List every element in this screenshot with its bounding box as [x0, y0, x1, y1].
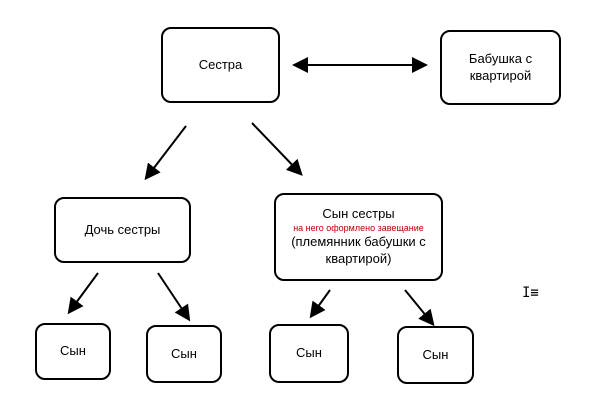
node-grandson-1-label: Сын: [60, 343, 86, 359]
arrow-daughter-grandson1: [67, 272, 99, 315]
node-grandson-1: Сын: [35, 323, 111, 380]
node-daughter: Дочь сестры: [54, 197, 191, 263]
node-daughter-label: Дочь сестры: [84, 221, 161, 237]
node-grandson-4: Сын: [397, 326, 474, 384]
arrow-son-grandson4: [404, 289, 435, 327]
node-son: Сын сестры на него оформлено завещание (…: [274, 193, 443, 281]
node-son-note: на него оформлено завещание: [293, 223, 424, 234]
node-grandson-2-label: Сын: [171, 345, 197, 361]
node-sister: Сестра: [161, 27, 280, 103]
node-grandson-2: Сын: [146, 325, 222, 383]
node-grandson-3: Сын: [269, 324, 349, 383]
arrow-sister-son: [251, 122, 303, 176]
node-son-sublabel: (племянник бабушки с квартирой): [291, 233, 426, 266]
arrow-son-grandson3: [309, 289, 331, 319]
node-son-label: Сын сестры: [322, 206, 395, 222]
node-grandma-label: Бабушка с квартирой: [468, 50, 533, 83]
node-grandson-3-label: Сын: [296, 345, 322, 361]
arrow-daughter-grandson2: [157, 272, 191, 322]
node-sister-label: Сестра: [198, 56, 243, 72]
node-grandma: Бабушка с квартирой: [440, 30, 561, 105]
text-cursor-icon: I≡: [522, 285, 539, 301]
arrow-sister-daughter: [144, 125, 187, 181]
node-grandson-4-label: Сын: [422, 346, 449, 362]
